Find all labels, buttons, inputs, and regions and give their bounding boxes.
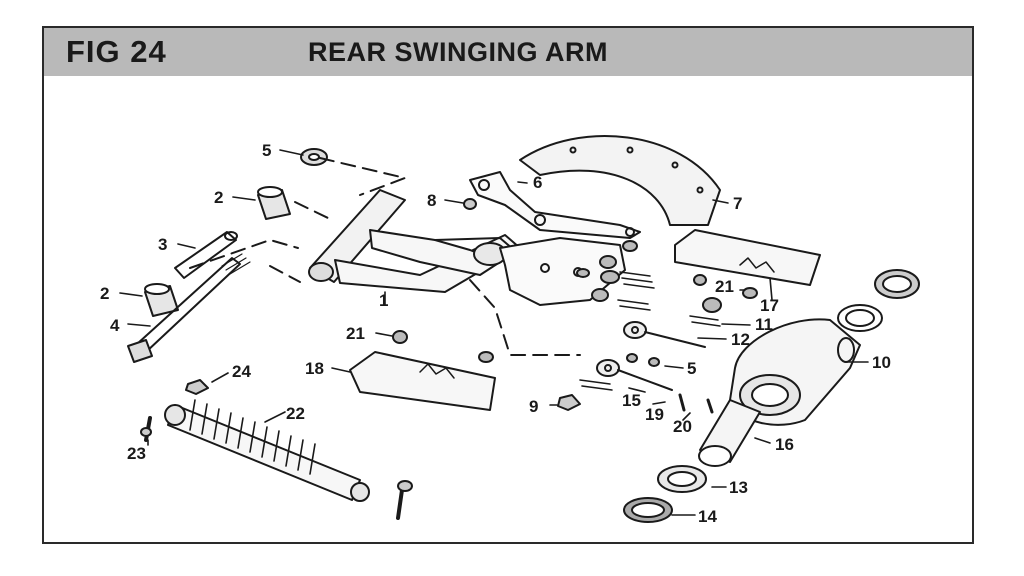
assembly-guide-lines (189, 157, 581, 356)
callout-21-right: 21 (715, 277, 734, 296)
figure-number: FIG 24 (66, 34, 167, 69)
part-2-bushing-upper (257, 186, 291, 220)
callout-5-right: 5 (687, 359, 696, 378)
part-4-pivot-bolt (127, 253, 251, 363)
part-7-fender (519, 135, 721, 226)
callout-11: 11 (755, 315, 773, 334)
part-16-tube (698, 399, 761, 467)
part-17-mud-flap (674, 229, 821, 286)
part-23-bolt (140, 416, 152, 442)
figure-header: FIG 24 REAR SWINGING ARM (44, 28, 972, 76)
callout-2-lower: 2 (100, 284, 109, 303)
part-6-link-plate (469, 171, 641, 239)
callout-20: 20 (673, 417, 692, 436)
part-19-pin (678, 393, 686, 412)
callout-24: 24 (232, 362, 251, 381)
callout-19: 19 (645, 405, 664, 424)
part-15-link-rod (596, 359, 673, 391)
callout-17: 17 (760, 296, 779, 315)
callout-3: 3 (158, 235, 167, 254)
part-5-washer (300, 148, 328, 166)
diagram-frame: FIG 24 REAR SWINGING ARM (42, 26, 974, 544)
callout-15: 15 (622, 391, 641, 410)
callout-18: 18 (305, 359, 324, 378)
callout-21-left: 21 (346, 324, 365, 343)
callout-10: 10 (872, 353, 891, 372)
shock-lower-bolt (396, 480, 413, 520)
callout-13: 13 (729, 478, 748, 497)
part-1-swing-arm (308, 189, 521, 293)
oil-seal-lower (837, 304, 883, 332)
callout-2-upper: 2 (214, 188, 223, 207)
part-20-pin (706, 398, 714, 414)
part-22-shock-absorber (164, 399, 370, 502)
callout-4: 4 (110, 316, 120, 335)
part-18-guard-plate (349, 351, 496, 411)
oil-seal-upper (874, 269, 920, 299)
callout-5-top: 5 (262, 141, 271, 160)
callout-6: 6 (533, 173, 542, 192)
part-8-nut (463, 198, 477, 210)
callout-leader-lines (119, 149, 869, 516)
callout-7: 7 (733, 194, 742, 213)
part-2-bushing-lower (144, 283, 179, 317)
part-14-seal (623, 497, 673, 523)
callout-14: 14 (698, 507, 717, 526)
callout-9: 9 (529, 397, 538, 416)
callout-1: 1 (379, 291, 388, 310)
part-9-nut (557, 394, 581, 411)
part-13-washer (657, 465, 707, 493)
callout-16: 16 (775, 435, 794, 454)
figure-title: REAR SWINGING ARM (308, 37, 608, 67)
callout-22: 22 (286, 404, 305, 423)
mounting-bracket-plate (499, 237, 626, 306)
callout-labels: 5 2 3 2 4 1 21 8 6 7 21 17 11 12 5 10 18… (100, 141, 891, 526)
callout-23: 23 (127, 444, 146, 463)
part-24-nut (185, 379, 209, 395)
callout-12: 12 (731, 330, 750, 349)
part-10-housing (729, 318, 861, 426)
hardware-nuts-cluster (392, 240, 758, 367)
part-3-sleeve (174, 231, 238, 279)
callout-8: 8 (427, 191, 436, 210)
part-11-spring-washers (579, 271, 721, 391)
part-12-link-rod (623, 321, 706, 348)
